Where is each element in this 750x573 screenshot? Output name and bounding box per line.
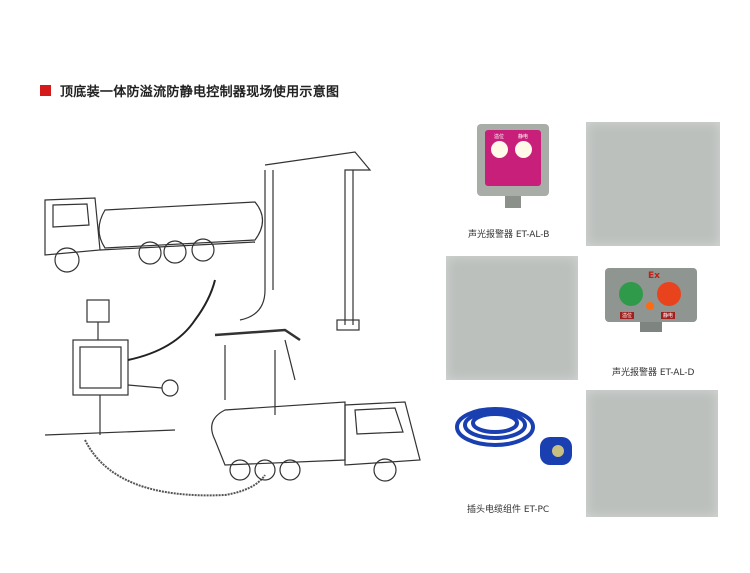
- caption-et-al-d: 声光报警器 ET-AL-D: [612, 368, 695, 378]
- image-placeholder: [586, 390, 718, 517]
- caption-et-pc: 插头电缆组件 ET-PC: [467, 505, 550, 515]
- alarm-et-al-b-image: 溢位 静电: [477, 124, 549, 208]
- tanker-truck-top: [44, 197, 264, 273]
- title-bullet-icon: [40, 85, 51, 96]
- panel-label: 静电: [518, 134, 529, 140]
- panel-label: 静电: [661, 312, 676, 319]
- site-usage-diagram: [44, 151, 421, 497]
- title-text: 顶底装一体防溢流防静电控制器现场使用示意图: [60, 85, 340, 100]
- loading-arm: [239, 151, 372, 331]
- alarm-et-al-d-image: Ex 溢位 静电: [605, 268, 697, 332]
- panel-label: 溢位: [494, 134, 505, 140]
- controller-box: [44, 279, 266, 497]
- plug-cable-et-pc-image: [455, 407, 572, 465]
- red-light: [657, 282, 681, 306]
- green-light: [619, 282, 643, 306]
- caption-et-al-b: 声光报警器 ET-AL-B: [468, 230, 550, 240]
- section-title: 顶底装一体防溢流防静电控制器现场使用示意图: [40, 81, 339, 100]
- bottom-loading-hoses: [214, 328, 301, 415]
- tanker-truck-bottom: [211, 401, 421, 482]
- image-placeholder: [446, 256, 578, 380]
- panel-label: 溢位: [620, 312, 635, 319]
- ex-mark: Ex: [648, 271, 660, 281]
- image-placeholder: [586, 122, 720, 246]
- indicator-light: [515, 141, 532, 158]
- indicator-light: [491, 141, 508, 158]
